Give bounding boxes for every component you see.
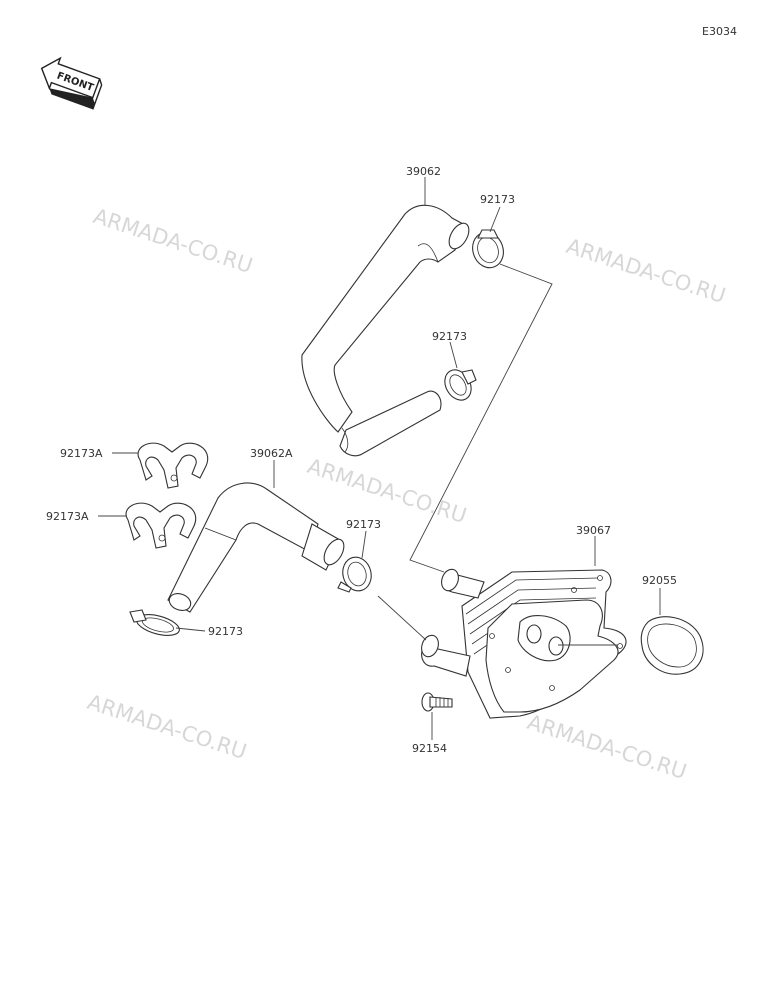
clip-92173a-lower <box>125 502 197 549</box>
oil-cooler-39067 <box>421 568 627 719</box>
label-92173-lower-left: 92173 <box>208 625 243 638</box>
watermark-3: ARMADA-CO.RU <box>304 454 469 528</box>
diagram-code: E3034 <box>702 25 737 38</box>
label-92173a-lower: 92173A <box>46 510 89 523</box>
hose-39062 <box>301 204 470 457</box>
label-39062: 39062 <box>406 165 441 178</box>
watermark-1: ARMADA-CO.RU <box>90 204 255 278</box>
label-39062a: 39062A <box>250 447 293 460</box>
label-92173a-upper: 92173A <box>60 447 103 460</box>
part-labels: 39062 92173 92173 92173A 92173A 39062A 9… <box>46 165 677 755</box>
hose-39062a <box>167 482 345 613</box>
label-92055: 92055 <box>642 574 677 587</box>
label-92173-middle: 92173 <box>432 330 467 343</box>
leader-lines <box>98 177 661 740</box>
watermarks: ARMADA-CO.RU ARMADA-CO.RU ARMADA-CO.RU A… <box>84 204 728 784</box>
clamp-upper-1 <box>472 229 504 269</box>
watermark-2: ARMADA-CO.RU <box>563 234 728 308</box>
label-92154: 92154 <box>412 742 447 755</box>
label-92173-lower-right: 92173 <box>346 518 381 531</box>
clip-92173a-upper <box>137 442 209 489</box>
clamp-lower-left <box>129 609 180 636</box>
clamp-upper-2 <box>444 369 477 401</box>
watermark-5: ARMADA-CO.RU <box>524 710 689 784</box>
label-39067: 39067 <box>576 524 611 537</box>
clamp-lower-right <box>337 556 372 593</box>
label-92173-upper: 92173 <box>480 193 515 206</box>
bolt-92154 <box>421 692 453 712</box>
watermark-4: ARMADA-CO.RU <box>84 690 249 764</box>
gasket-92055 <box>640 616 704 675</box>
front-arrow-icon: FRONT <box>40 56 103 110</box>
